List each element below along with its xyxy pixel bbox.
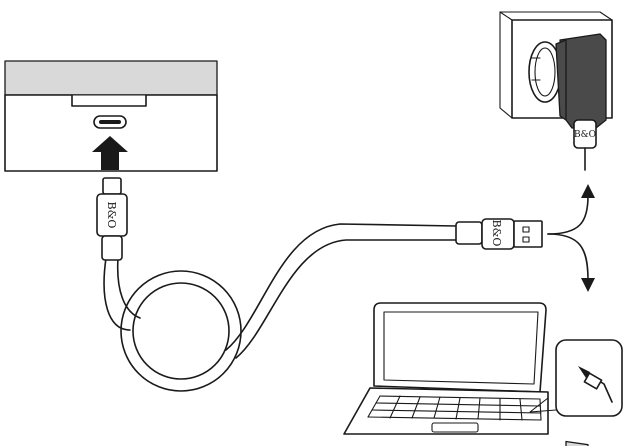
usb-port-zoom-callout	[529, 339, 623, 446]
wall-charger: B&O	[555, 33, 607, 171]
trackpad	[431, 422, 479, 433]
usb-a-brand-logo: B&O	[490, 220, 503, 247]
usb-c-plug: B&O	[96, 177, 128, 261]
usb-c-brand-logo: B&O	[105, 202, 118, 229]
cable-path	[103, 223, 457, 392]
usb-c-port-icon	[93, 115, 127, 129]
usb-a-plug: B&O	[455, 218, 543, 250]
charger-brand-logo: B&O	[574, 130, 596, 140]
insert-up-arrow-icon	[92, 136, 128, 170]
laptop	[343, 302, 549, 435]
branch-arrows-icon	[547, 184, 595, 292]
keyboard-icon	[367, 395, 542, 421]
